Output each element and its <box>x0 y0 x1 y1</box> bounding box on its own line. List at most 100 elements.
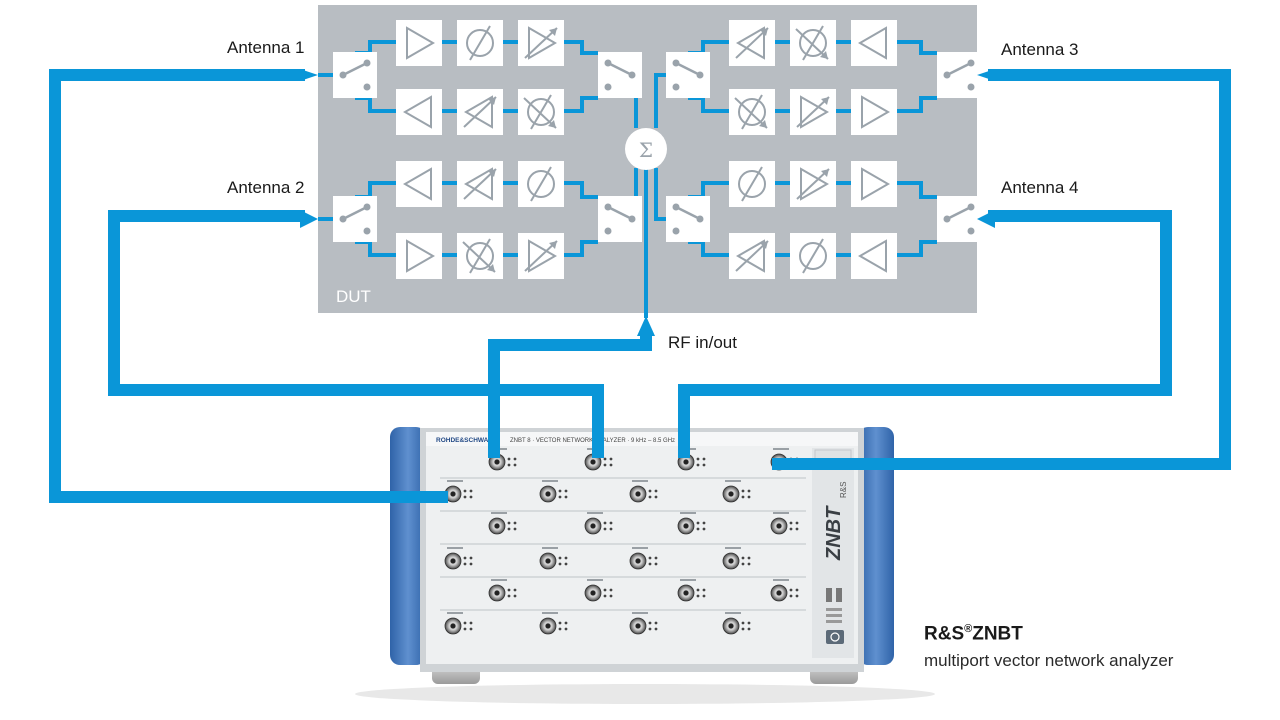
port-led <box>513 588 517 592</box>
port-label <box>773 579 789 581</box>
port-led <box>513 457 517 461</box>
port-led <box>741 627 745 631</box>
port-led <box>609 457 613 461</box>
rf-cable <box>108 210 604 458</box>
variable-gain-left-block <box>457 161 503 207</box>
port-led <box>558 489 562 493</box>
port-led <box>654 489 658 493</box>
brand-logo: ROHDE&SCHWARZ <box>436 437 497 444</box>
port-center <box>450 623 456 629</box>
variable-gain-right-block <box>518 233 564 279</box>
port-led <box>702 527 706 531</box>
product-name: R&S®ZNBT <box>924 623 1023 645</box>
port-led <box>558 495 562 499</box>
port-label <box>680 579 696 581</box>
port-center <box>635 623 641 629</box>
port-led <box>609 521 613 525</box>
port-led <box>469 562 473 566</box>
port-led <box>702 594 706 598</box>
port-led <box>702 588 706 592</box>
port-led <box>609 527 613 531</box>
port-led <box>702 457 706 461</box>
port-led <box>507 588 511 592</box>
port-led <box>603 527 607 531</box>
dut-label: DUT <box>336 287 371 306</box>
port-label <box>725 480 741 482</box>
variable-gain-left-block <box>729 233 775 279</box>
phase-shifter-block <box>729 161 775 207</box>
port-center <box>545 623 551 629</box>
port-label <box>447 612 463 614</box>
port-led <box>648 627 652 631</box>
port-center <box>728 558 734 564</box>
sum-symbol: Σ <box>639 138 653 162</box>
port-led <box>564 562 568 566</box>
port-led <box>469 489 473 493</box>
antenna-3-label: Antenna 3 <box>1001 40 1079 59</box>
status-led <box>826 620 842 623</box>
port-center <box>590 459 596 465</box>
port-led <box>654 495 658 499</box>
port-led <box>603 457 607 461</box>
port-led <box>507 457 511 461</box>
amplifier-right-block <box>396 20 442 66</box>
port-led <box>789 527 793 531</box>
port-led <box>648 556 652 560</box>
port-center <box>635 558 641 564</box>
port-label <box>542 612 558 614</box>
port-led <box>747 627 751 631</box>
rf-in-out-label: RF in/out <box>668 333 737 352</box>
port-label <box>587 512 603 514</box>
dut-internal-circuit: Σ <box>318 20 981 318</box>
variable-gain-left-block <box>729 20 775 66</box>
port-label <box>632 612 648 614</box>
rf-cable <box>49 69 448 503</box>
port-label <box>447 547 463 549</box>
floor-shadow <box>355 684 935 704</box>
variable-phase-shifter-block <box>729 89 775 135</box>
port-led <box>513 521 517 525</box>
rf-switch <box>598 52 642 98</box>
handle-left <box>390 427 426 665</box>
port-center <box>683 459 689 465</box>
port-center <box>728 623 734 629</box>
dut-signal-line <box>654 73 666 128</box>
port-led <box>648 489 652 493</box>
port-led <box>513 594 517 598</box>
status-led <box>826 608 842 611</box>
phase-shifter-block <box>457 20 503 66</box>
port-led <box>513 527 517 531</box>
rf-switch <box>333 52 377 98</box>
side-rs-mark: R&S <box>839 482 848 498</box>
port-led <box>603 463 607 467</box>
power-button <box>826 630 844 644</box>
port-led <box>795 594 799 598</box>
variable-gain-right-block <box>790 89 836 135</box>
rf-switch <box>598 196 642 242</box>
side-logo: ZNBT <box>823 505 845 561</box>
port-led <box>795 527 799 531</box>
port-led <box>609 588 613 592</box>
port-led <box>696 588 700 592</box>
port-led <box>648 495 652 499</box>
amplifier-left-block <box>396 89 442 135</box>
port-label <box>680 512 696 514</box>
port-led <box>789 588 793 592</box>
rf-switch <box>937 196 981 242</box>
port-led <box>507 594 511 598</box>
variable-phase-shifter-block <box>790 20 836 66</box>
antenna-4-connector <box>977 210 995 228</box>
rf-switch <box>666 52 710 98</box>
antenna-2-label: Antenna 2 <box>227 178 305 197</box>
port-led <box>564 495 568 499</box>
port-led <box>463 556 467 560</box>
port-led <box>654 621 658 625</box>
port-led <box>609 463 613 467</box>
antenna-1-label: Antenna 1 <box>227 38 305 57</box>
port-led <box>795 521 799 525</box>
port-led <box>603 594 607 598</box>
port-label <box>491 579 507 581</box>
port-led <box>469 495 473 499</box>
variable-gain-left-block <box>457 89 503 135</box>
port-label <box>447 480 463 482</box>
